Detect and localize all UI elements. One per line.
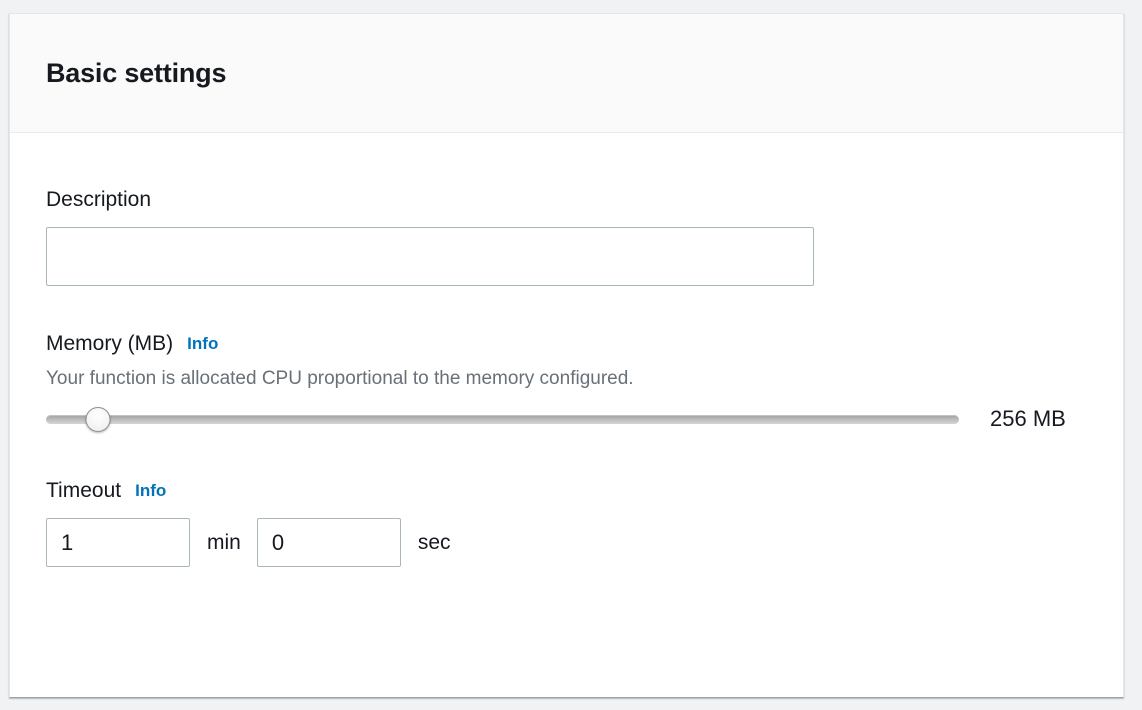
timeout-minutes-input[interactable] xyxy=(46,518,190,568)
panel-header: Basic settings xyxy=(10,14,1123,133)
timeout-field: Timeout Info min sec xyxy=(46,478,1087,568)
memory-value-label: 256 MB xyxy=(990,406,1066,432)
timeout-minutes-unit-label: min xyxy=(207,531,241,555)
description-label-text: Description xyxy=(46,188,152,211)
timeout-label-text: Timeout xyxy=(46,479,122,503)
description-input[interactable] xyxy=(46,227,814,287)
memory-field: Memory (MB) Info Your function is alloca… xyxy=(46,331,1087,433)
timeout-seconds-input[interactable] xyxy=(256,518,401,568)
basic-settings-panel: Basic settings Description Memory (MB) I… xyxy=(9,13,1124,698)
description-field: Description xyxy=(46,187,1087,287)
memory-info-link[interactable]: Info xyxy=(187,334,219,354)
slider-thumb[interactable] xyxy=(85,406,111,432)
memory-help-text: Your function is allocated CPU proportio… xyxy=(46,367,634,389)
description-label: Description xyxy=(46,187,1087,213)
page-title: Basic settings xyxy=(46,57,227,88)
memory-slider[interactable] xyxy=(46,405,959,433)
memory-slider-row: 256 MB xyxy=(46,405,1087,433)
memory-label: Memory (MB) Info xyxy=(46,331,1087,357)
timeout-info-link[interactable]: Info xyxy=(135,481,167,501)
timeout-inputs-row: min sec xyxy=(46,518,1087,568)
slider-track[interactable] xyxy=(46,414,959,424)
memory-label-text: Memory (MB) xyxy=(46,332,174,356)
timeout-label: Timeout Info xyxy=(46,478,1087,504)
timeout-seconds-unit-label: sec xyxy=(417,531,451,555)
panel-body: Description Memory (MB) Info Your functi… xyxy=(10,133,1123,568)
